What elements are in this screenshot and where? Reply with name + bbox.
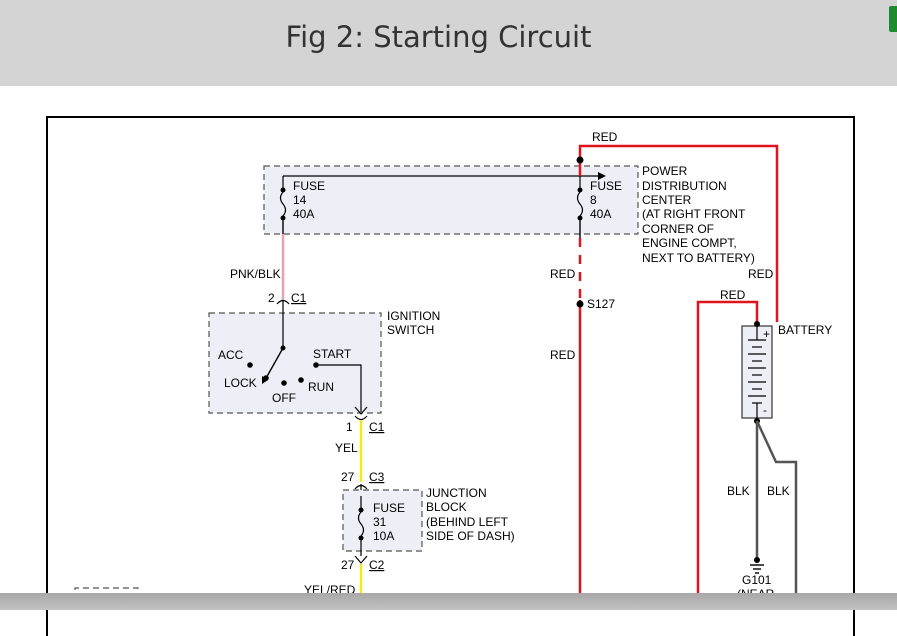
fuse-8-symbol	[576, 176, 584, 221]
ignition-lock-label: LOCK	[224, 376, 257, 390]
corner-tab[interactable]	[889, 6, 897, 32]
header-bar: Fig 2: Starting Circuit	[0, 0, 897, 86]
diagram-frame	[46, 116, 855, 636]
connector-c3-name: C3	[369, 470, 385, 484]
wire-label-red-mid: RED	[550, 267, 576, 281]
ignition-switch-title: IGNITION SWITCH	[387, 309, 444, 337]
splice-label: S127	[587, 297, 615, 311]
ground-label: G101	[742, 573, 772, 587]
wire-label-red-top: RED	[592, 130, 618, 144]
connector-c1-top-pin: 2	[268, 291, 275, 305]
page-title: Fig 2: Starting Circuit	[285, 20, 592, 54]
junction-block-description: JUNCTION BLOCK (BEHIND LEFT SIDE OF DASH…	[426, 486, 515, 543]
connector-c2	[354, 555, 368, 564]
battery-label: BATTERY	[778, 323, 832, 337]
wire-label-red-right: RED	[748, 267, 774, 281]
fuse-31-number: 31	[373, 515, 387, 529]
ground-symbol	[750, 557, 764, 574]
fuse-8-label: FUSE	[590, 179, 622, 193]
ignition-switch-symbol	[247, 312, 368, 415]
battery-symbol	[741, 321, 773, 424]
connector-c2-name: C2	[369, 558, 385, 572]
fuse-31-symbol	[357, 496, 365, 556]
arrow-right-icon	[598, 172, 606, 180]
fuse-8-rating: 40A	[590, 207, 611, 221]
fuse-31-rating: 10A	[373, 529, 394, 543]
fuse-14-symbol	[279, 176, 287, 221]
ignition-start-label: START	[313, 347, 352, 361]
wire-label-red-low: RED	[550, 348, 576, 362]
wiring-diagram: FUSE 14 40A FUSE 8 40A POWER DISTRIBUTIO…	[74, 130, 832, 610]
connector-c2-pin: 27	[341, 558, 355, 572]
battery-plus: +	[763, 327, 770, 341]
connector-c1-bottom	[354, 415, 368, 421]
ignition-off-label: OFF	[272, 391, 296, 405]
connector-c3-pin: 27	[341, 470, 355, 484]
fuse-14-rating: 40A	[293, 207, 314, 221]
battery-minus: -	[763, 403, 767, 417]
wire-label-red-batt: RED	[720, 288, 746, 302]
connector-c1-top-name: C1	[291, 291, 307, 305]
ignition-switch-box	[208, 312, 382, 414]
fuse-14-number: 14	[293, 193, 307, 207]
junction-block-box	[342, 489, 423, 552]
fuse-8-number: 8	[590, 193, 597, 207]
ignition-run-label: RUN	[308, 380, 334, 394]
connector-c1-bottom-pin: 1	[346, 420, 353, 434]
wire-label-blk-2: BLK	[767, 484, 790, 498]
fuse-31-label: FUSE	[373, 501, 405, 515]
wire-label-blk-1: BLK	[727, 484, 750, 498]
splice-s127-dot	[576, 300, 584, 308]
fuse-14-label: FUSE	[293, 179, 325, 193]
connector-c1-bottom-name: C1	[369, 420, 385, 434]
pdc-description: POWER DISTRIBUTION CENTER (AT RIGHT FRON…	[642, 164, 755, 265]
wire-label-yel: YEL	[335, 441, 358, 455]
blk-wire-branch	[755, 420, 798, 610]
power-distribution-box	[263, 165, 639, 235]
red-wire-battery	[696, 300, 759, 610]
connector-c1-top	[276, 299, 290, 312]
splice-dot-top	[576, 156, 584, 164]
wire-label-pnk-blk: PNK/BLK	[230, 267, 281, 281]
bottom-scroll-bar[interactable]	[0, 593, 897, 610]
ignition-acc-label: ACC	[218, 348, 244, 362]
